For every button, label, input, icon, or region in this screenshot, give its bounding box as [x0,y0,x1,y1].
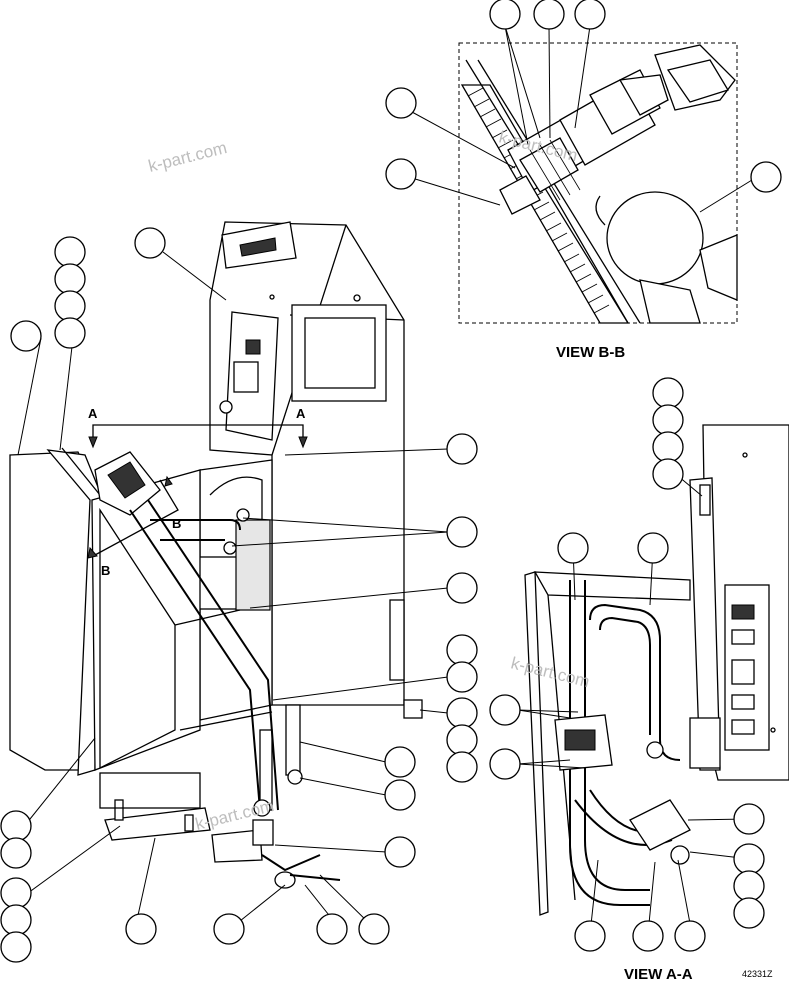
callout-bubble [0,810,32,842]
view-aa-label: VIEW A-A [624,966,693,981]
callout-bubble [54,317,86,349]
watermark-text: k-part.com [146,138,229,176]
callout-bubble [637,532,669,564]
figure-code: 42331Z [742,969,773,979]
callout-bubble [652,458,684,490]
view-bb-label: VIEW B-B [556,344,625,361]
callout-bubble [54,236,86,268]
callout-bubble [446,516,478,548]
section-mark-a-left: A [88,406,98,421]
callout-bubble [0,931,32,963]
callout-bubble [446,661,478,693]
callout-bubble [446,697,478,729]
callout-bubble [0,877,32,909]
callout-bubble [385,87,417,119]
callout-bubble [557,532,589,564]
main-assembly [9,221,423,889]
callout-bubble [446,433,478,465]
callout-bubble [0,904,32,936]
callout-bubble [54,290,86,322]
callout-bubble [316,913,348,945]
callout-bubble [446,634,478,666]
callout-bubble [652,377,684,409]
section-mark-b-right: B [172,516,181,531]
view-aa-detail [524,424,789,916]
callout-bubble [674,920,706,952]
callout-bubble [733,803,765,835]
callout-bubble [358,913,390,945]
callout-bubble [632,920,664,952]
callout-bubble [489,748,521,780]
callout-bubble [446,572,478,604]
callout-bubble [574,0,606,30]
callout-bubble [385,158,417,190]
callout-bubble [0,837,32,869]
callout-bubble [733,897,765,929]
callout-bubble [446,751,478,783]
callout-bubble [384,746,416,778]
view-bb-detail [458,42,738,324]
callout-bubble [54,263,86,295]
callout-bubble [652,431,684,463]
callout-bubble [750,161,782,193]
watermark-text: k-part.com [509,653,592,691]
callout-bubble [489,694,521,726]
callout-bubble [10,320,42,352]
callout-bubble [384,779,416,811]
callout-bubbles [0,0,782,963]
callout-bubble [125,913,157,945]
callout-bubble [489,0,521,30]
callout-bubble [533,0,565,30]
callout-bubble [733,843,765,875]
callout-bubble [134,227,166,259]
callout-bubble [652,404,684,436]
callout-bubble [446,724,478,756]
callout-bubble [213,913,245,945]
section-mark-a-right: A [296,406,306,421]
callout-bubble [384,836,416,868]
section-mark-b-left: B [101,563,110,578]
callout-bubble [733,870,765,902]
callout-bubble [574,920,606,952]
